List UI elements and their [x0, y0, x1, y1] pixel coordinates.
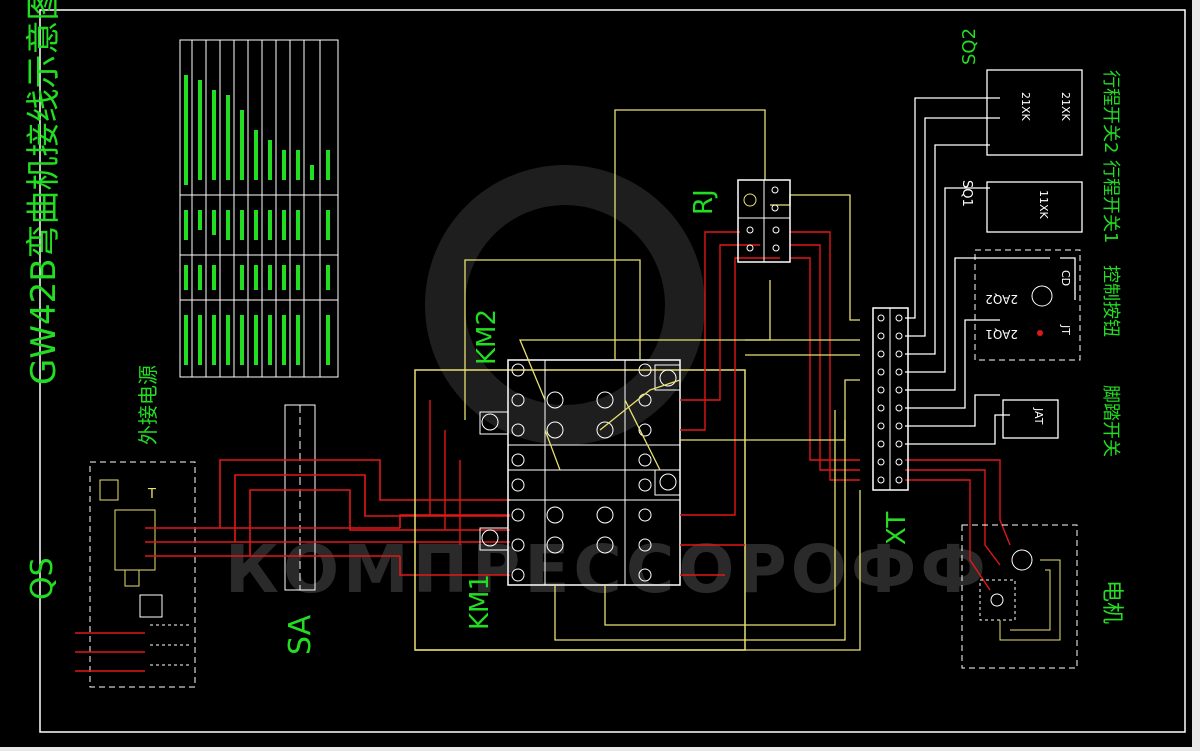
travel-switch-1-label: 行程开关1: [1100, 160, 1121, 243]
fuse-icon: [124, 569, 140, 587]
jt-label: JT: [1059, 324, 1072, 335]
transformer-icon: [99, 479, 119, 501]
parameter-table: [179, 39, 339, 378]
sw-21xk-b: 21XK: [1059, 92, 1072, 122]
sq1-switch: 11XK: [986, 181, 1083, 233]
power-wires: [145, 459, 510, 576]
page-title: GW42B弯曲机接线示意图: [24, 0, 64, 385]
rj-relay: [737, 179, 791, 263]
sq2-label: SQ2: [959, 28, 980, 65]
sq1-label: SQ1: [959, 180, 974, 207]
km1-label: KM1: [465, 574, 495, 630]
btn-2aq2: 2AQ2: [985, 292, 1018, 306]
window-bottom-edge: [0, 747, 1200, 751]
qs-label: QS: [25, 557, 60, 600]
sq2-switch: 21XK 21XK: [986, 69, 1083, 156]
travel-switch-2-label: 行程开关2: [1100, 70, 1121, 153]
rj-label: RJ: [689, 189, 719, 215]
drawing-border: [39, 9, 1186, 733]
xt-label: XT: [882, 512, 912, 545]
sw-11xk: 11XK: [1037, 190, 1050, 220]
motor-block: [961, 524, 1078, 669]
km2-label: KM2: [472, 309, 502, 365]
sw-21xk-a: 21XK: [1019, 92, 1032, 122]
cd-label: CD: [1059, 270, 1072, 286]
xt-terminal: [872, 307, 909, 491]
foot-switch: JAT: [1002, 399, 1059, 439]
motor-symbol-icon: [1011, 549, 1033, 571]
watermark-logo: [425, 165, 705, 445]
parameter-table-marks: [184, 75, 330, 365]
jat-label: JAT: [1032, 407, 1045, 425]
control-button-box: 2AQ2 2AQ1 CD JT: [974, 249, 1081, 361]
window-scrollbar[interactable]: [1192, 0, 1200, 751]
sa-switch: [284, 404, 316, 591]
foot-switch-label: 脚踏开关: [1100, 385, 1121, 457]
control-button-label: 控制按钮: [1100, 265, 1121, 337]
sa-label: SA: [283, 614, 318, 655]
qs-breaker: T: [75, 461, 196, 688]
transformer-label: T: [147, 487, 156, 502]
control-wires: [415, 109, 861, 651]
motor-label: 电机: [1099, 580, 1124, 624]
contactor-red-wires: [429, 231, 1011, 591]
btn-2aq1: 2AQ1: [985, 327, 1018, 341]
external-power-label: 外接电源: [136, 365, 160, 445]
